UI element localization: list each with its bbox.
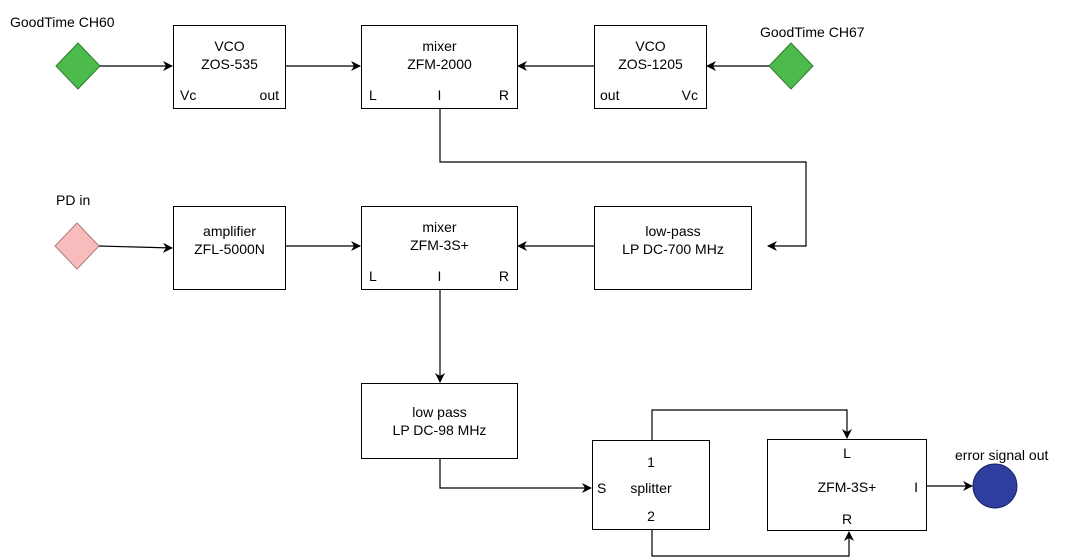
lowpass98-title: low pass: [412, 404, 467, 420]
mixer2-port-l: L: [369, 268, 377, 284]
vco2-block: VCO ZOS-1205 out Vc: [594, 25, 707, 109]
vco2-title: VCO: [635, 38, 666, 54]
goodtime-ch60-label: GoodTime CH60: [10, 14, 115, 30]
mixer1-port-i: I: [437, 87, 442, 103]
mixer3-model: ZFM-3S+: [817, 479, 877, 495]
wire-mixer1-to-lowpass700: [439, 109, 807, 251]
splitter-port-2: 2: [647, 508, 655, 524]
mixer3-port-l: L: [843, 445, 851, 461]
splitter-port-s: S: [597, 480, 607, 496]
mixer3-port-r: R: [841, 511, 853, 527]
error-signal-output: [972, 463, 1018, 509]
vco2-port-vc: Vc: [681, 87, 698, 103]
lowpass700-model: LP DC-700 MHz: [622, 241, 724, 257]
wire-splitter1-to-mixer3-l: [651, 409, 852, 440]
lowpass98-block: low pass LP DC-98 MHz: [361, 383, 518, 459]
wire-splitter2-to-mixer3-r: [651, 530, 854, 557]
mixer2-port-r: R: [498, 268, 509, 284]
lowpass700-block: low-pass LP DC-700 MHz: [594, 206, 752, 290]
mixer2-model: ZFM-3S+: [410, 237, 469, 253]
mixer1-model: ZFM-2000: [407, 56, 472, 72]
pd-in-source: [54, 222, 100, 270]
mixer1-port-l: L: [369, 87, 377, 103]
mixer1-block: mixer ZFM-2000 L I R: [361, 25, 518, 109]
mixer2-block: mixer ZFM-3S+ L I R: [361, 206, 518, 290]
mixer1-title: mixer: [422, 38, 457, 54]
vco1-port-vc: Vc: [180, 87, 197, 103]
amplifier-model: ZFL-5000N: [194, 241, 265, 257]
pd-in-label: PD in: [56, 192, 91, 208]
vco2-port-out: out: [600, 87, 620, 103]
vco1-block: VCO ZOS-535 Vc out: [173, 25, 286, 109]
amplifier-block: amplifier ZFL-5000N: [173, 206, 286, 290]
mixer2-title: mixer: [422, 219, 457, 235]
error-signal-out-label: error signal out: [955, 447, 1049, 463]
mixer2-port-i: I: [437, 268, 442, 284]
mixer3-port-i: I: [914, 479, 918, 495]
splitter-port-1: 1: [647, 454, 655, 470]
amplifier-title: amplifier: [203, 223, 256, 239]
vco1-model: ZOS-535: [201, 56, 258, 72]
lowpass700-title: low-pass: [645, 223, 701, 239]
wire-lowpass98-to-splitter: [439, 459, 592, 493]
splitter-block: 1 S splitter 2: [592, 440, 710, 530]
vco1-title: VCO: [214, 38, 245, 54]
goodtime-ch67-label: GoodTime CH67: [760, 24, 865, 40]
wire-pdin-to-amplifier: [98, 242, 173, 253]
mixer1-port-r: R: [498, 87, 509, 103]
goodtime-ch67-source: [768, 42, 814, 90]
vco2-model: ZOS-1205: [618, 56, 683, 72]
vco1-port-out: out: [259, 87, 279, 103]
splitter-title: splitter: [630, 480, 672, 496]
goodtime-ch60-source: [55, 42, 101, 90]
mixer3-block: L ZFM-3S+ I R: [767, 439, 927, 531]
lowpass98-model: LP DC-98 MHz: [392, 422, 487, 438]
